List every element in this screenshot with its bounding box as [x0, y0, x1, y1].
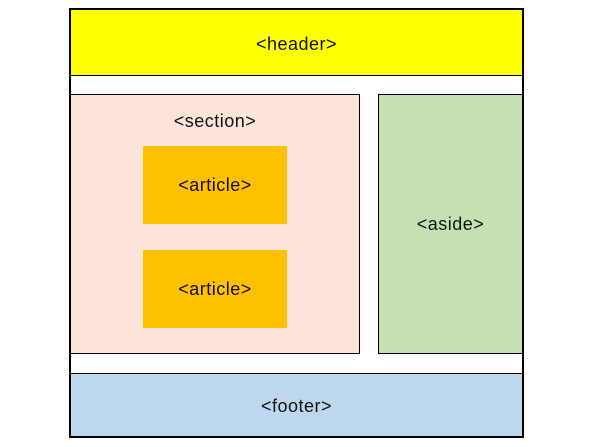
page-layout-frame: <header> <section> <article> <article> <…	[69, 8, 524, 438]
footer-block: <footer>	[71, 373, 522, 436]
header-label: <header>	[255, 34, 338, 54]
aside-label: <aside>	[416, 214, 485, 234]
header-block: <header>	[71, 10, 522, 76]
section-label: <section>	[173, 111, 257, 131]
article-label: <article>	[178, 279, 252, 299]
section-block: <section> <article> <article>	[71, 94, 360, 354]
article-block: <article>	[143, 146, 287, 224]
article-block: <article>	[143, 250, 287, 328]
aside-block: <aside>	[378, 94, 522, 354]
article-label: <article>	[178, 175, 252, 195]
footer-label: <footer>	[260, 396, 333, 416]
